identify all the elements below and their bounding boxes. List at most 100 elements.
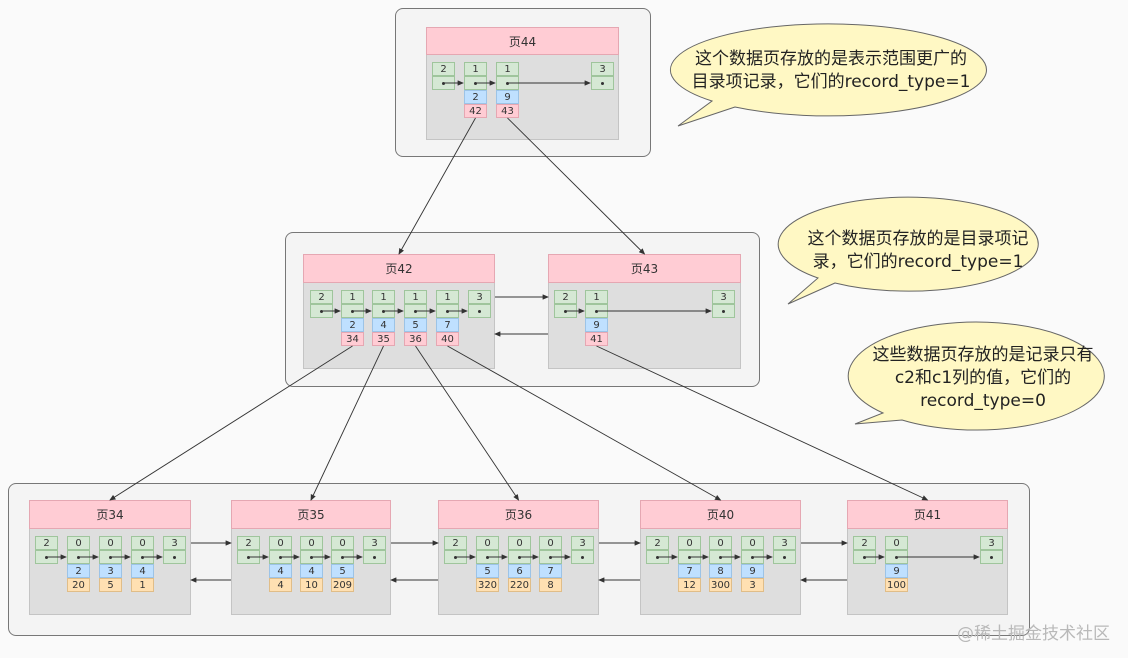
record-value-cell: 5: [99, 578, 122, 592]
child-page-pointer-cell: 35: [372, 332, 395, 346]
next-pointer-dot: [549, 555, 552, 559]
next-pointer-dot: [247, 555, 250, 559]
next-pointer-dot: [722, 309, 725, 313]
next-pointer-dot: [478, 309, 481, 313]
record-value-cell: 320: [476, 578, 499, 592]
record-type-cell: 1: [436, 290, 459, 304]
record-type-cell: 2: [554, 290, 577, 304]
record-type-cell: 3: [591, 62, 614, 76]
record-type-cell: 3: [468, 290, 491, 304]
record-type-cell: 1: [404, 290, 427, 304]
record-next-cell: [444, 550, 467, 564]
callout-line: record_type=0: [920, 391, 1046, 411]
child-page-pointer-cell: 36: [404, 332, 427, 346]
record-type-cell: 2: [310, 290, 333, 304]
record-next-cell: [432, 76, 455, 90]
next-pointer-dot: [990, 555, 993, 559]
record-next-cell: [372, 304, 395, 318]
callout-line: 这些数据页存放的是记录只有: [872, 345, 1094, 365]
next-pointer-dot: [656, 555, 659, 559]
child-page-pointer-cell: 41: [585, 332, 608, 346]
record-next-cell: [468, 304, 491, 318]
record-next-cell: [709, 550, 732, 564]
record-type-cell: 0: [885, 536, 908, 550]
record-key-cell: 4: [131, 564, 154, 578]
record-type-cell: 0: [678, 536, 701, 550]
record-value-cell: 209: [331, 578, 354, 592]
next-pointer-dot: [474, 81, 477, 85]
record-next-cell: [269, 550, 292, 564]
record-type-cell: 0: [331, 536, 354, 550]
record-type-cell: 0: [741, 536, 764, 550]
record-next-cell: [131, 550, 154, 564]
record-next-cell: [773, 550, 796, 564]
record-next-cell: [35, 550, 58, 564]
record-type-cell: 0: [539, 536, 562, 550]
record-value-cell: 12: [678, 578, 701, 592]
page-header: 页36: [438, 500, 599, 529]
next-pointer-dot: [783, 555, 786, 559]
record-key-cell: 6: [508, 564, 531, 578]
record-next-cell: [237, 550, 260, 564]
record-type-cell: 1: [341, 290, 364, 304]
record-value-cell: 10: [300, 578, 323, 592]
watermark: @稀土掘金技术社区: [957, 624, 1110, 644]
next-pointer-dot: [45, 555, 48, 559]
record-type-cell: 2: [237, 536, 260, 550]
record-next-cell: [476, 550, 499, 564]
callout-line: 这个数据页存放的是目录项记: [807, 229, 1029, 249]
next-pointer-dot: [719, 555, 722, 559]
record-type-cell: 3: [163, 536, 186, 550]
record-next-cell: [585, 304, 608, 318]
record-value-cell: 100: [885, 578, 908, 592]
record-key-cell: 5: [476, 564, 499, 578]
callout-line: c2和c1列的值，它们的: [894, 368, 1072, 388]
next-pointer-dot: [109, 555, 112, 559]
record-value-cell: 8: [539, 578, 562, 592]
record-type-cell: 0: [131, 536, 154, 550]
next-pointer-dot: [442, 81, 445, 85]
record-key-cell: 9: [885, 564, 908, 578]
record-next-cell: [741, 550, 764, 564]
record-type-cell: 2: [853, 536, 876, 550]
record-value-cell: 1: [131, 578, 154, 592]
record-next-cell: [678, 550, 701, 564]
child-page-pointer-cell: 43: [496, 104, 519, 118]
next-pointer-dot: [688, 555, 691, 559]
record-next-cell: [853, 550, 876, 564]
record-next-cell: [980, 550, 1003, 564]
next-pointer-dot: [414, 309, 417, 313]
callout-line: 这个数据页存放的是表示范围更广的: [695, 49, 967, 69]
record-key-cell: 5: [331, 564, 354, 578]
next-pointer-dot: [751, 555, 754, 559]
record-type-cell: 0: [508, 536, 531, 550]
next-pointer-dot: [601, 81, 604, 85]
next-pointer-dot: [486, 555, 489, 559]
callout-mid-bubble: [777, 196, 1039, 305]
next-pointer-dot: [506, 81, 509, 85]
record-key-cell: 4: [269, 564, 292, 578]
record-type-cell: 3: [363, 536, 386, 550]
child-page-pointer-cell: 34: [341, 332, 364, 346]
callout-top-bubble: [669, 23, 987, 127]
record-value-cell: 4: [269, 578, 292, 592]
record-key-cell: 4: [372, 318, 395, 332]
record-type-cell: 0: [99, 536, 122, 550]
record-next-cell: [163, 550, 186, 564]
record-next-cell: [464, 76, 487, 90]
page-header: 页42: [303, 254, 495, 283]
callout-top-text: 这个数据页存放的是表示范围更广的 目录项记录，它们的record_type=1: [676, 48, 986, 94]
record-type-cell: 1: [372, 290, 395, 304]
record-type-cell: 2: [444, 536, 467, 550]
record-type-cell: 3: [773, 536, 796, 550]
record-key-cell: 9: [741, 564, 764, 578]
record-next-cell: [404, 304, 427, 318]
record-key-cell: 8: [709, 564, 732, 578]
record-value-cell: 3: [741, 578, 764, 592]
callout-line: 目录项记录，它们的record_type=1: [691, 72, 971, 92]
record-type-cell: 0: [476, 536, 499, 550]
next-pointer-dot: [310, 555, 313, 559]
record-type-cell: 0: [300, 536, 323, 550]
record-next-cell: [646, 550, 669, 564]
next-pointer-dot: [895, 555, 898, 559]
